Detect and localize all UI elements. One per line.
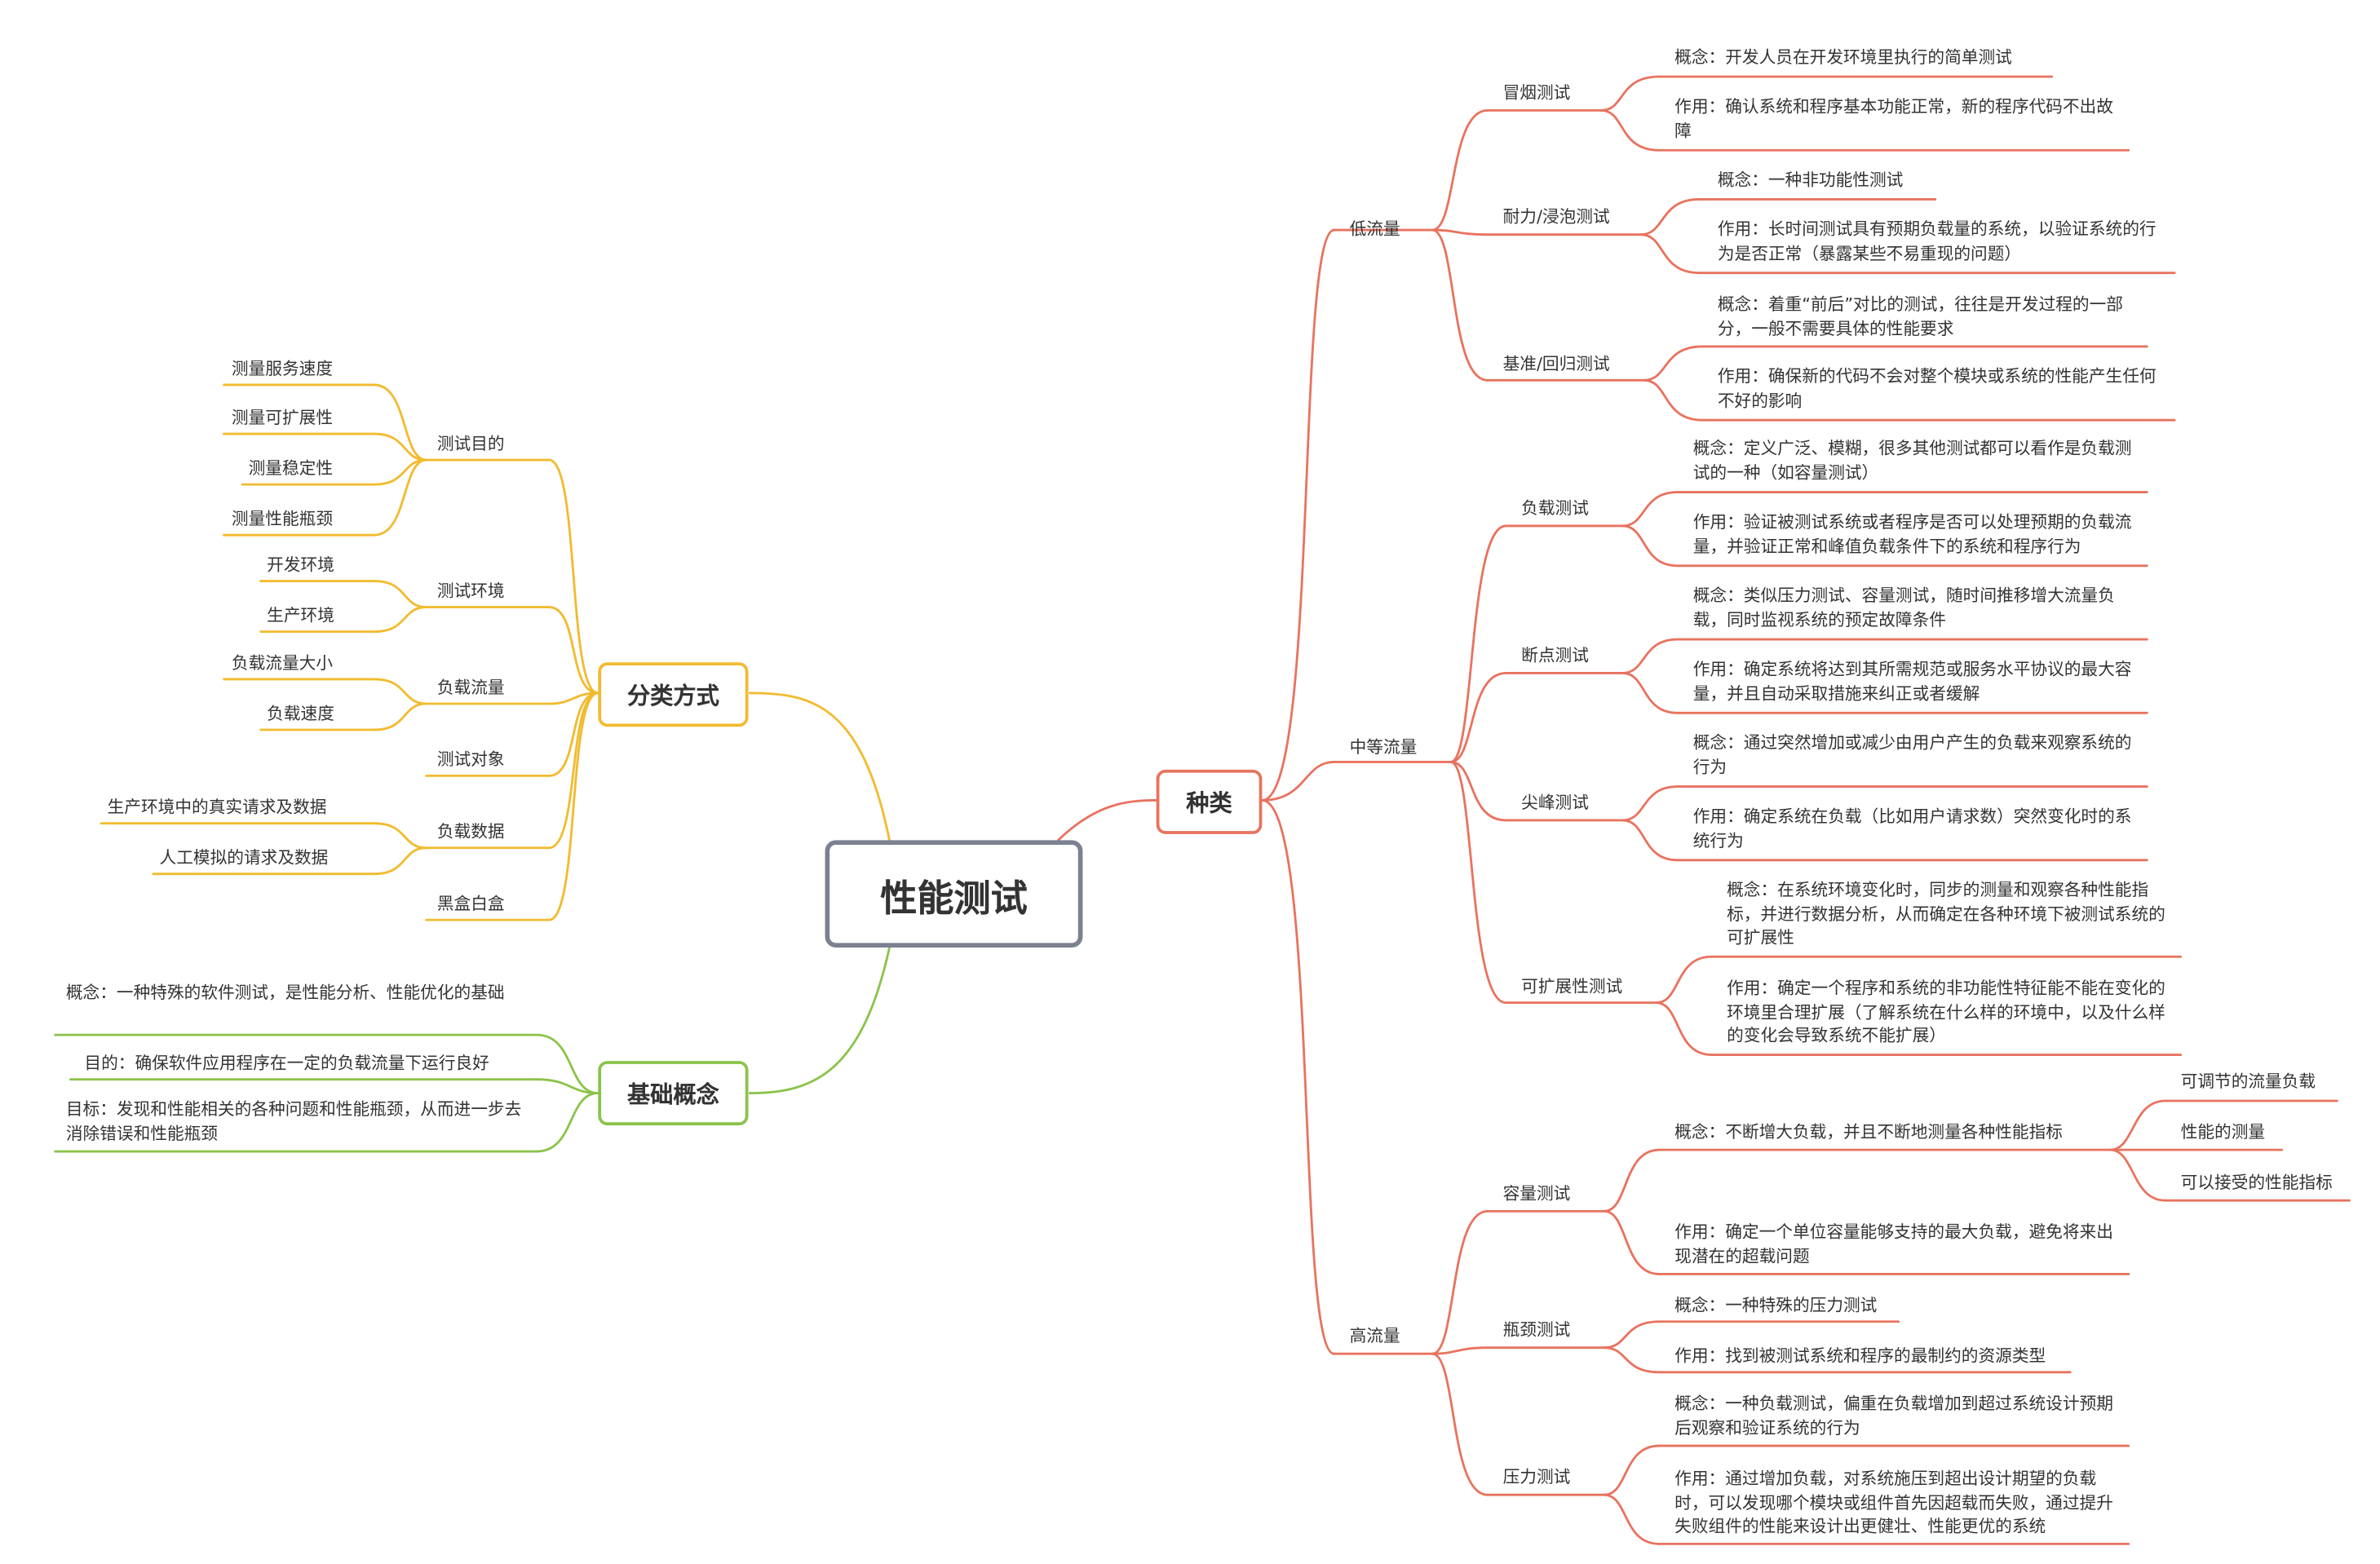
leaf-baseline-concept[interactable]: 概念：着重“前后”对比的测试，往往是开发过程的一部分，一般不需要具体的性能要求 <box>1717 294 2123 338</box>
branch-kinds[interactable]: 种类 <box>1156 769 1263 834</box>
leaf-basic-concept[interactable]: 概念：一种特殊的软件测试，是性能分析、性能优化的基础 <box>65 983 505 1003</box>
leaf-data-2[interactable]: 人工模拟的请求及数据 <box>159 847 329 868</box>
branch-basics[interactable]: 基础概念 <box>598 1061 749 1126</box>
leaf-breakpoint-purpose[interactable]: 作用：确定系统将达到其所需规范或服务水平协议的最大容量，并且自动采取措施来纠正或… <box>1692 659 2132 704</box>
node-mid-traffic[interactable]: 中等流量 <box>1349 737 1418 758</box>
leaf-data-1[interactable]: 生产环境中的真实请求及数据 <box>107 797 327 818</box>
leaf-load-concept[interactable]: 概念：定义广泛、模糊，很多其他测试都可以看作是负载测试的一种（如容量测试） <box>1692 438 2132 483</box>
node-low-traffic[interactable]: 低流量 <box>1349 219 1400 240</box>
leaf-capacity-sub-2[interactable]: 性能的测量 <box>2180 1122 2266 1142</box>
node-capacity-test[interactable]: 容量测试 <box>1502 1183 1571 1204</box>
node-black-white-box[interactable]: 黑盒白盒 <box>436 894 505 914</box>
leaf-goal-2[interactable]: 测量可扩展性 <box>231 408 334 428</box>
leaf-spike-concept[interactable]: 概念：通过突然增加或减少由用户产生的负载来观察系统的行为 <box>1692 732 2132 777</box>
node-test-target[interactable]: 测试对象 <box>436 749 505 770</box>
node-load-traffic[interactable]: 负载流量 <box>436 678 505 698</box>
leaf-basic-goal[interactable]: 目的：确保软件应用程序在一定的负载流量下运行良好 <box>84 1053 489 1074</box>
leaf-capacity-concept[interactable]: 概念：不断增大负载，并且不断地测量各种性能指标 <box>1674 1122 2063 1142</box>
leaf-basic-target[interactable]: 目标：发现和性能相关的各种问题和性能瓶颈，从而进一步去消除错误和性能瓶颈 <box>65 1099 522 1143</box>
node-test-goal[interactable]: 测试目的 <box>436 434 505 454</box>
leaf-capacity-sub-3[interactable]: 可以接受的性能指标 <box>2180 1173 2333 1193</box>
leaf-bottleneck-concept[interactable]: 概念：一种特殊的压力测试 <box>1674 1295 1878 1316</box>
branch-classify[interactable]: 分类方式 <box>598 662 749 727</box>
leaf-capacity-purpose[interactable]: 作用：确定一个单位容量能够支持的最大负载，避免将来出现潜在的超载问题 <box>1674 1222 2113 1266</box>
node-bottleneck-test[interactable]: 瓶颈测试 <box>1502 1319 1571 1341</box>
leaf-env-2[interactable]: 生产环境 <box>267 605 334 626</box>
root-node[interactable]: 性能测试 <box>825 840 1083 948</box>
node-soak-test[interactable]: 耐力/浸泡测试 <box>1502 206 1610 228</box>
node-scalability-test[interactable]: 可扩展性测试 <box>1521 976 1623 997</box>
node-spike-test[interactable]: 尖峰测试 <box>1521 793 1589 813</box>
leaf-soak-concept[interactable]: 概念：一种非功能性测试 <box>1717 170 1904 191</box>
leaf-traffic-2[interactable]: 负载速度 <box>267 704 334 724</box>
node-stress-test[interactable]: 压力测试 <box>1502 1467 1571 1487</box>
node-load-data[interactable]: 负载数据 <box>436 821 505 842</box>
leaf-smoke-purpose[interactable]: 作用：确认系统和程序基本功能正常，新的程序代码不出故障 <box>1674 96 2113 141</box>
leaf-breakpoint-concept[interactable]: 概念：类似压力测试、容量测试，随时间推移增大流量负载，同时监视系统的预定故障条件 <box>1692 585 2115 630</box>
leaf-bottleneck-purpose[interactable]: 作用：找到被测试系统和程序的最制约的资源类型 <box>1674 1345 2046 1367</box>
leaf-scalability-concept[interactable]: 概念：在系统环境变化时，同步的测量和观察各种性能指标，并进行数据分析，从而确定在… <box>1727 880 2165 948</box>
node-baseline-test[interactable]: 基准/回归测试 <box>1502 354 1610 374</box>
leaf-stress-purpose[interactable]: 作用：通过增加负载，对系统施压到超出设计期望的负载时，可以发现哪个模块或组件首先… <box>1674 1469 2113 1536</box>
leaf-spike-purpose[interactable]: 作用：确定系统在负载（比如用户请求数）突然变化时的系统行为 <box>1692 806 2132 850</box>
leaf-goal-3[interactable]: 测量稳定性 <box>248 458 334 479</box>
leaf-env-1[interactable]: 开发环境 <box>267 554 334 576</box>
leaf-goal-4[interactable]: 测量性能瓶颈 <box>231 509 334 529</box>
leaf-soak-purpose[interactable]: 作用：长时间测试具有预期负载量的系统，以验证系统的行为是否正常（暴露某些不易重现… <box>1717 219 2157 263</box>
node-high-traffic[interactable]: 高流量 <box>1349 1326 1400 1346</box>
leaf-scalability-purpose[interactable]: 作用：确定一个程序和系统的非功能性特征能不能在变化的环境里合理扩展（了解系统在什… <box>1727 978 2165 1046</box>
node-test-env[interactable]: 测试环境 <box>436 581 505 602</box>
leaf-goal-1[interactable]: 测量服务速度 <box>231 358 334 379</box>
leaf-baseline-purpose[interactable]: 作用：确保新的代码不会对整个模块或系统的性能产生任何不好的影响 <box>1717 366 2157 410</box>
leaf-smoke-concept[interactable]: 概念：开发人员在开发环境里执行的简单测试 <box>1674 47 2012 68</box>
leaf-load-purpose[interactable]: 作用：验证被测试系统或者程序是否可以处理预期的负载流量，并验证正常和峰值负载条件… <box>1692 511 2132 556</box>
node-smoke-test[interactable]: 冒烟测试 <box>1502 82 1571 103</box>
leaf-capacity-sub-1[interactable]: 可调节的流量负载 <box>2180 1071 2316 1092</box>
leaf-traffic-1[interactable]: 负载流量大小 <box>231 652 334 674</box>
node-breakpoint-test[interactable]: 断点测试 <box>1521 645 1589 666</box>
node-load-test[interactable]: 负载测试 <box>1521 498 1589 519</box>
leaf-stress-concept[interactable]: 概念：一种负载测试，偏重在负载增加到超过系统设计预期后观察和验证系统的行为 <box>1674 1394 2113 1438</box>
